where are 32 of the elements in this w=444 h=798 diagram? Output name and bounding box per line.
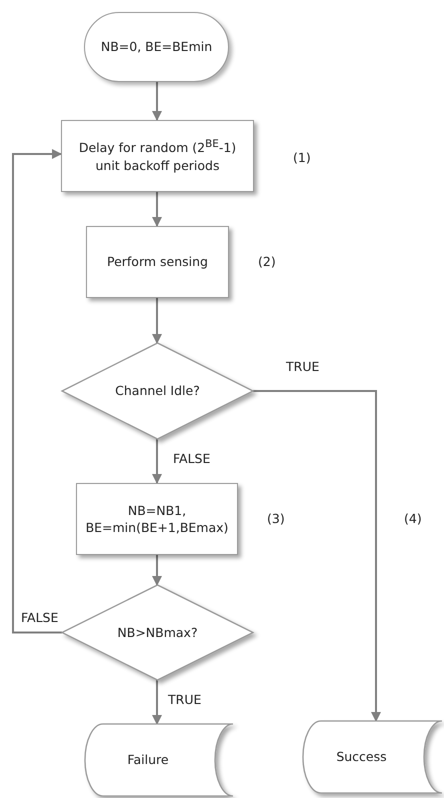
decision-diamond <box>62 343 253 439</box>
step-number: (3) <box>266 511 286 526</box>
arrow <box>253 390 381 722</box>
edge-label: TRUE <box>285 359 320 374</box>
arrow <box>152 680 162 725</box>
storage-shape <box>303 721 442 793</box>
step-number: (4) <box>403 511 423 526</box>
node-text: Channel Idle? <box>115 382 200 400</box>
node-text: Delay for random (2$^{BE}$-1) unit backoff periods <box>78 137 238 175</box>
step-number: (2) <box>257 254 277 269</box>
start-terminator <box>84 12 229 82</box>
arrow <box>152 192 162 227</box>
edge-label: FALSE <box>20 610 60 625</box>
edge-label: TRUE <box>167 692 202 707</box>
node-text: Perform sensing <box>106 253 208 271</box>
node-text: NB=0, BE=BEmin <box>100 38 212 56</box>
arrow <box>152 298 162 344</box>
edge-label: FALSE <box>172 451 212 466</box>
process-box <box>76 483 238 555</box>
arrow <box>152 439 162 484</box>
node-text: Success <box>336 748 387 766</box>
arrow <box>152 82 162 121</box>
step-number: (1) <box>292 150 312 165</box>
node-text: NB=NB1, BE=min(BE+1,BEmax) <box>84 502 230 536</box>
process-box <box>61 120 254 192</box>
storage-shape <box>85 724 233 796</box>
arrow <box>152 555 162 586</box>
node-text: Failure <box>127 751 169 769</box>
node-text: NB>NBmax? <box>117 624 198 642</box>
process-box <box>86 226 229 298</box>
arrow <box>12 149 62 634</box>
decision-diamond <box>62 585 253 680</box>
